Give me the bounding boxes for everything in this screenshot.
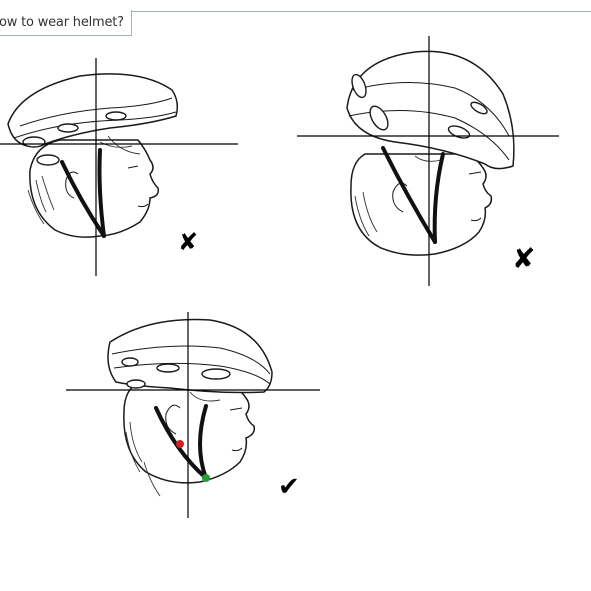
title-box: ow to wear helmet? bbox=[0, 10, 132, 36]
wrong-mark-2: ✘ bbox=[512, 242, 536, 275]
top-border bbox=[0, 11, 591, 12]
illustration-helmet-tilted-forward bbox=[297, 36, 559, 286]
red-buckle-dot bbox=[176, 440, 184, 448]
illustration-helmet-level-correct bbox=[66, 312, 320, 518]
page-title: ow to wear helmet? bbox=[0, 15, 124, 30]
wrong-mark-1: ✘ bbox=[178, 228, 199, 256]
correct-mark: ✔ bbox=[278, 472, 300, 502]
green-buckle-dot bbox=[202, 474, 210, 482]
illustration-helmet-tilted-back bbox=[0, 58, 238, 276]
